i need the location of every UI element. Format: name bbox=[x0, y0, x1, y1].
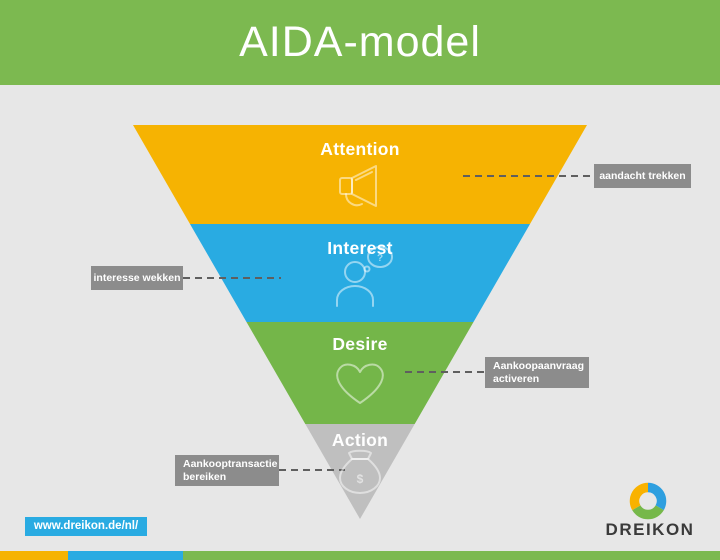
svg-text:?: ? bbox=[377, 253, 383, 264]
footer-stripe-blue bbox=[68, 551, 183, 560]
funnel-segment-interest bbox=[190, 224, 530, 322]
footer-stripe-green bbox=[183, 551, 720, 560]
person-question-icon: ? bbox=[336, 246, 393, 307]
funnel-segment-action bbox=[305, 424, 415, 519]
megaphone-icon bbox=[339, 165, 377, 207]
svg-text:$: $ bbox=[357, 472, 364, 486]
annotation-box-action: Aankooptransactie bereiken bbox=[175, 455, 279, 486]
annotation-box-attention: aandacht trekken bbox=[594, 164, 691, 188]
logo-ring-blue-arc bbox=[647, 482, 667, 511]
annotation-box-desire: Aankoopaanvraag activeren bbox=[485, 357, 589, 388]
stage-label-interest: Interest bbox=[327, 238, 393, 258]
stage-label-attention: Attention bbox=[320, 139, 400, 159]
logo-ring-yellow-arc bbox=[629, 482, 649, 511]
page-title: AIDA-model bbox=[239, 18, 481, 66]
heart-icon bbox=[336, 363, 384, 404]
stage-label-desire: Desire bbox=[332, 334, 388, 354]
header-banner: AIDA-model bbox=[0, 0, 720, 85]
stage-label-action: Action bbox=[331, 430, 389, 450]
annotation-box-interest: interesse wekken bbox=[91, 266, 183, 290]
dreikon-logo-ring bbox=[629, 482, 667, 520]
money-bag-icon: $ bbox=[339, 449, 381, 494]
logo-ring-green-arc bbox=[632, 504, 664, 520]
dreikon-logo-text: DREIKON bbox=[605, 520, 695, 539]
website-link-badge[interactable]: www.dreikon.de/nl/ bbox=[25, 517, 147, 536]
footer-stripe-orange bbox=[0, 551, 68, 560]
